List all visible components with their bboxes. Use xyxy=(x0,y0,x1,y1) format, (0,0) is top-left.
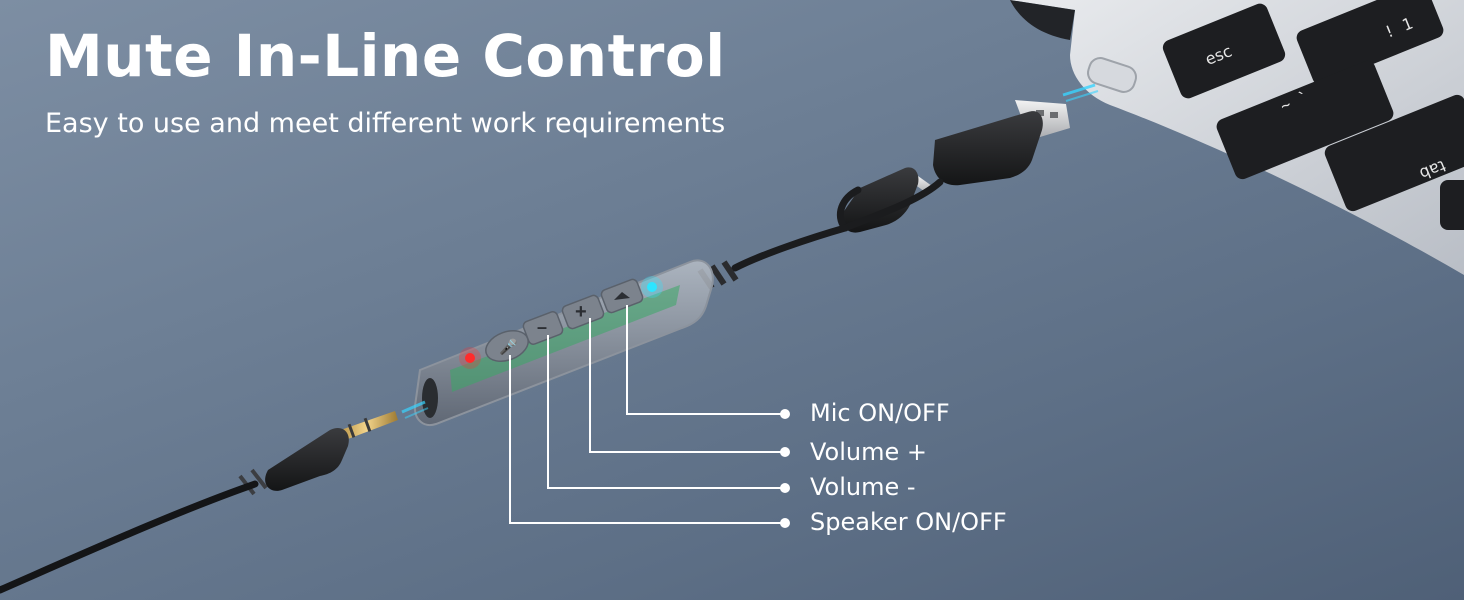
page-title: Mute In-Line Control xyxy=(45,22,726,90)
page-subtitle: Easy to use and meet different work requ… xyxy=(45,108,726,139)
key-tab xyxy=(1324,94,1464,212)
callout-dots xyxy=(780,409,790,528)
keyboard: esc tab ! 1 ~ ` xyxy=(1162,0,1464,230)
key-esc xyxy=(1162,3,1286,99)
mic-toggle-button[interactable] xyxy=(600,278,644,314)
cyan-led xyxy=(647,282,657,292)
volume-up-button[interactable]: + xyxy=(561,294,605,330)
volume-down-callout-line xyxy=(547,335,785,489)
audio-jack-plug xyxy=(238,411,398,496)
usb-c-port xyxy=(1087,57,1137,93)
callout-lines xyxy=(509,305,785,524)
pcb-board xyxy=(450,285,680,392)
main-cable xyxy=(0,480,259,594)
speaker-callout-line xyxy=(509,355,785,524)
jack-glow xyxy=(401,400,429,419)
port-glow xyxy=(1062,83,1099,102)
key-1 xyxy=(1296,0,1444,85)
usb-a-plug xyxy=(933,100,1070,186)
mic-icon xyxy=(614,292,630,300)
mic-callout-line xyxy=(626,305,785,415)
key-tilde xyxy=(1216,60,1394,180)
split-cables xyxy=(731,178,944,272)
red-led xyxy=(465,353,475,363)
key-q xyxy=(1440,180,1464,230)
plus-icon: + xyxy=(575,301,587,323)
callout-volume-down-label: Volume - xyxy=(810,473,916,501)
speaker-toggle-button[interactable]: 🎤 xyxy=(481,325,532,367)
callout-volume-up-label: Volume + xyxy=(810,438,927,466)
minus-icon: – xyxy=(537,317,547,337)
laptop: esc tab ! 1 ~ ` xyxy=(1010,0,1464,275)
callout-mic-label: Mic ON/OFF xyxy=(810,399,950,427)
inline-control: 🎤 – + xyxy=(413,259,714,426)
speaker-icon: 🎤 xyxy=(499,337,518,356)
volume-up-callout-line xyxy=(589,318,785,453)
callout-speaker-label: Speaker ON/OFF xyxy=(810,508,1007,536)
audio-socket xyxy=(422,378,438,418)
